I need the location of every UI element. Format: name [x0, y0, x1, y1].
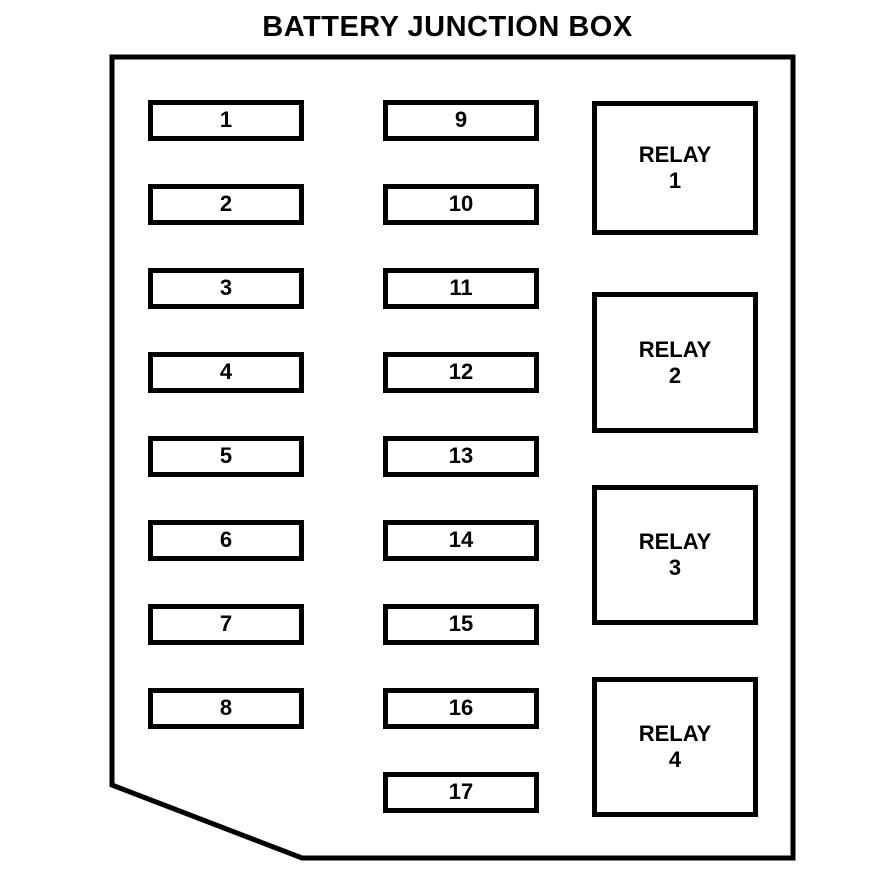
fuse-slot-13[interactable]: 13 [383, 436, 539, 477]
fuse-slot-3[interactable]: 3 [148, 268, 304, 309]
fuse-slot-15[interactable]: 15 [383, 604, 539, 645]
fuse-slot-label: 10 [448, 190, 474, 216]
fuse-slot-label: 14 [448, 526, 474, 552]
fuse-slot-16[interactable]: 16 [383, 688, 539, 729]
fuse-slot-label: 9 [454, 106, 468, 132]
fuse-slot-7[interactable]: 7 [148, 604, 304, 645]
fuse-slot-10[interactable]: 10 [383, 184, 539, 225]
fuse-slot-6[interactable]: 6 [148, 520, 304, 561]
relay-number-label: 3 [668, 555, 682, 580]
relay-name-label: RELAY [638, 142, 712, 167]
fuse-slot-8[interactable]: 8 [148, 688, 304, 729]
fuse-slot-11[interactable]: 11 [383, 268, 539, 309]
relay-name-label: RELAY [638, 336, 712, 362]
fuse-slot-label: 3 [219, 274, 233, 300]
fuse-slot-label: 17 [448, 778, 474, 804]
fuse-slot-14[interactable]: 14 [383, 520, 539, 561]
fuse-slot-label: 15 [448, 610, 474, 636]
fuse-slot-label: 12 [448, 358, 474, 384]
relay-name-label: RELAY [638, 529, 712, 554]
fuse-slot-5[interactable]: 5 [148, 436, 304, 477]
fuse-slot-17[interactable]: 17 [383, 772, 539, 813]
fuse-slot-label: 16 [448, 694, 474, 720]
relay-number-label: 2 [668, 362, 682, 388]
relay-number-label: 4 [668, 747, 682, 772]
fuse-slot-4[interactable]: 4 [148, 352, 304, 393]
relay-number-label: 1 [668, 168, 682, 193]
fuse-slot-label: 1 [219, 106, 233, 132]
page-title: BATTERY JUNCTION BOX [262, 11, 633, 43]
fuse-slot-1[interactable]: 1 [148, 100, 304, 141]
fuse-slot-label: 2 [219, 190, 233, 216]
fuse-slot-label: 4 [219, 358, 233, 384]
relay-name-label: RELAY [638, 721, 712, 746]
fuse-slot-label: 6 [219, 526, 233, 552]
fuse-slot-9[interactable]: 9 [383, 100, 539, 141]
fuse-slot-2[interactable]: 2 [148, 184, 304, 225]
fuse-slot-label: 13 [448, 442, 474, 468]
fuse-slot-label: 7 [219, 610, 233, 636]
fuse-slot-12[interactable]: 12 [383, 352, 539, 393]
fuse-slot-label: 5 [219, 442, 233, 468]
fuse-slot-label: 11 [449, 274, 473, 300]
fuse-slot-label: 8 [219, 694, 233, 720]
